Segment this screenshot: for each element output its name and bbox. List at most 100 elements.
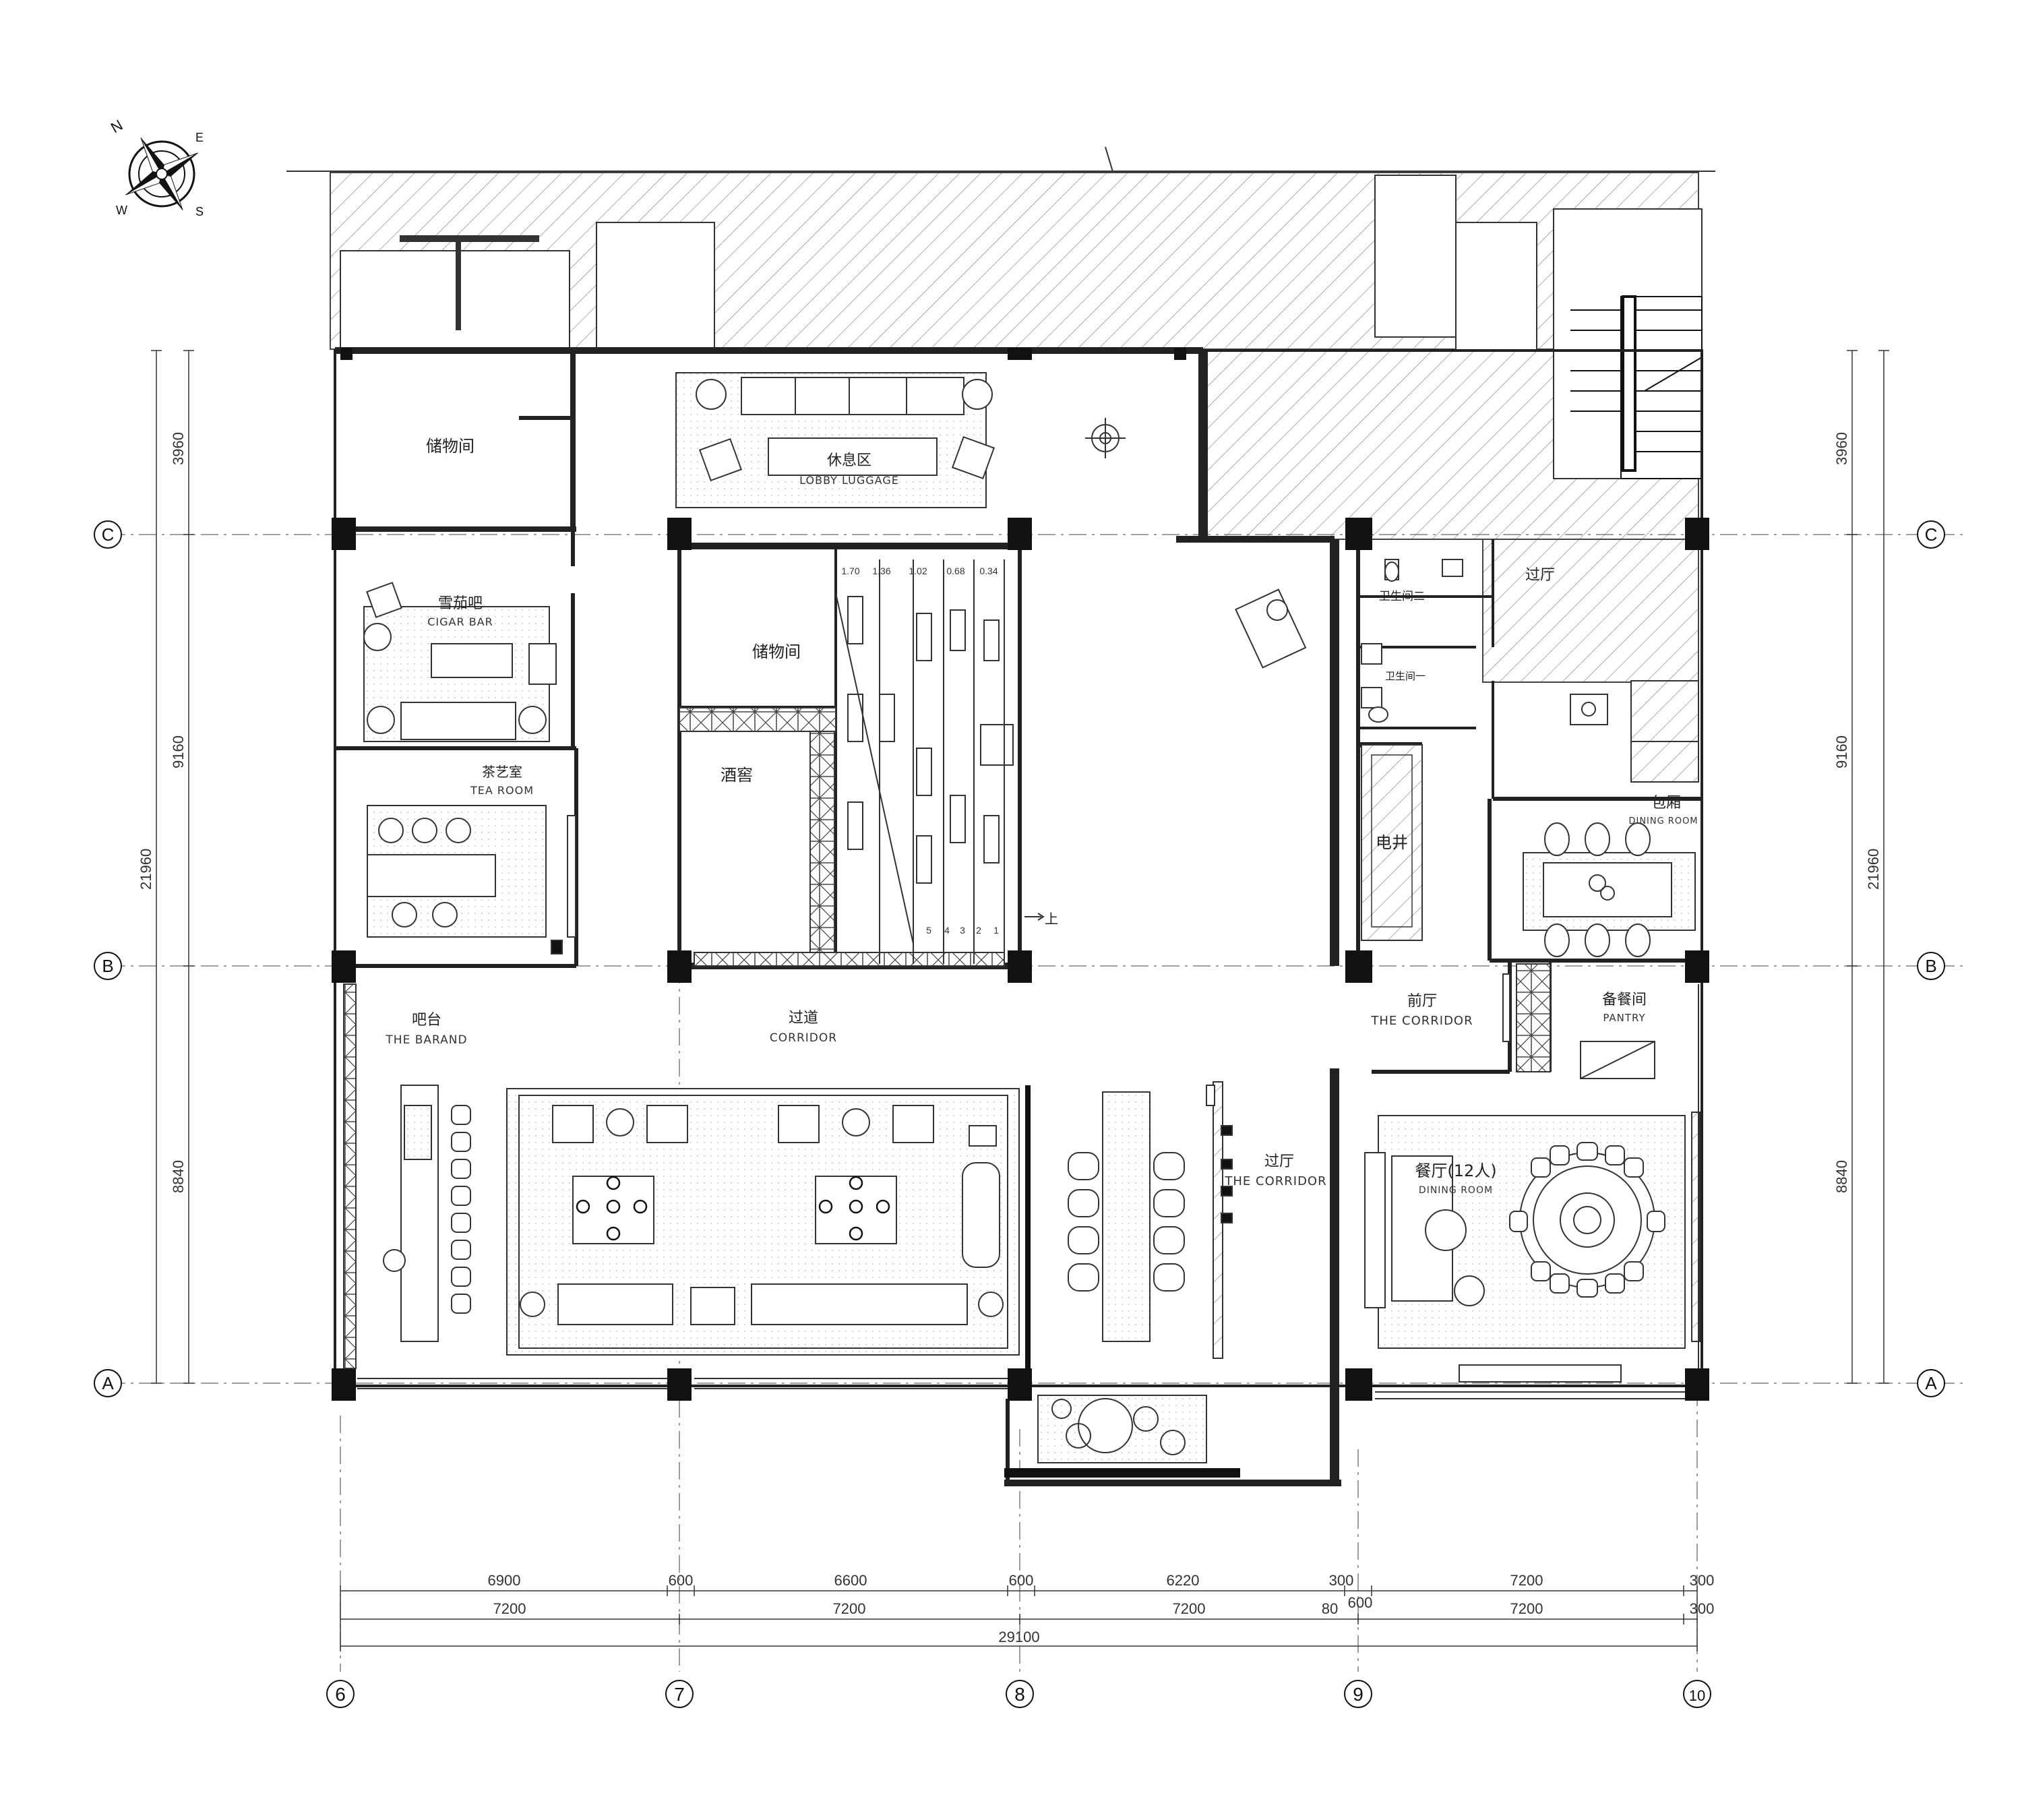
axis-row-a-left: A: [94, 1369, 122, 1397]
svg-text:B: B: [102, 956, 113, 976]
dim-right-total: 21960: [1865, 849, 1882, 890]
dim-bottom-extra-1: 600: [1348, 1594, 1373, 1611]
room-cigar-en: CIGAR BAR: [427, 615, 493, 628]
existing-structure: [286, 146, 1715, 683]
window-sills: [357, 984, 1699, 1399]
ceiling-fixture-icon: [1085, 418, 1126, 458]
dim-bottom-1-7: 300: [1690, 1572, 1715, 1589]
room-front-en: THE CORRIDOR: [1370, 1014, 1473, 1028]
axis-col-10: 10: [1683, 1680, 1711, 1708]
compass-icon: N E S W: [108, 117, 204, 218]
dim-right-bottom: 8840: [1833, 1160, 1850, 1193]
dimensions-right: [1847, 350, 1889, 1384]
svg-text:8: 8: [1014, 1684, 1025, 1705]
dim-bottom-extra-0: 80: [1322, 1600, 1338, 1617]
room-bar-cn: 吧台: [412, 1012, 441, 1029]
dim-bottom-total: 29100: [998, 1629, 1039, 1645]
axis-row-b-right: B: [1917, 952, 1945, 980]
axis-bubbles: C B A C B A 6 7 8 9 10: [94, 520, 1945, 1708]
svg-text:10: 10: [1689, 1687, 1705, 1704]
stair-level-1: 1.36: [872, 566, 890, 576]
room-dining-cn: 餐厅(12人): [1415, 1161, 1496, 1180]
room-hall-mid-cn: 过厅: [1264, 1153, 1294, 1170]
dim-bottom-1-3: 600: [1009, 1572, 1034, 1589]
compass-w: W: [116, 204, 127, 217]
dim-left-mid: 9160: [170, 735, 187, 768]
compass-e: E: [195, 131, 204, 144]
svg-text:7: 7: [674, 1684, 685, 1705]
dim-bottom-1-2: 6600: [834, 1572, 867, 1589]
axis-col-9: 9: [1344, 1680, 1372, 1708]
tea-room-furniture: [367, 805, 576, 954]
dim-bottom-2-3: 7200: [1510, 1600, 1543, 1617]
dim-bottom-1-1: 600: [669, 1572, 694, 1589]
dining-room-furniture: [1364, 1112, 1701, 1383]
wine-cellar: [679, 593, 1005, 967]
dim-left-total: 21960: [137, 849, 154, 890]
dim-right-top: 3960: [1833, 432, 1850, 465]
private-dining-furniture: [1523, 822, 1696, 957]
dim-left-bottom: 8840: [170, 1160, 187, 1193]
room-hall-top: 过厅: [1525, 567, 1555, 584]
room-storage-mid: 储物间: [752, 642, 801, 661]
stair-top-right: [1570, 295, 1703, 479]
toilet-fixtures: [1361, 559, 1699, 783]
dim-bottom-2-1: 7200: [833, 1600, 866, 1617]
svg-text:C: C: [1925, 524, 1938, 545]
armchair-hall: [1235, 588, 1307, 669]
stair-up-label: 上: [1045, 911, 1058, 927]
axis-row-a-right: A: [1917, 1369, 1945, 1397]
room-bar-en: THE BARAND: [385, 1033, 467, 1047]
room-wine: 酒窖: [721, 766, 753, 785]
axis-row-b-left: B: [94, 952, 122, 980]
svg-text:A: A: [1925, 1373, 1937, 1393]
axis-row-c-right: C: [1917, 520, 1945, 549]
axis-row-c-left: C: [94, 520, 122, 549]
room-lobby-cn: 休息区: [827, 452, 871, 469]
dimensions-left: [151, 350, 194, 1384]
bar-counter: [343, 983, 471, 1369]
dim-bottom-1-6: 7200: [1510, 1572, 1543, 1589]
compass-n: N: [108, 117, 125, 137]
room-lobby-en: LOBBY LUGGAGE: [799, 474, 899, 487]
room-corridor-cn: 过道: [789, 1010, 818, 1027]
svg-text:A: A: [102, 1373, 114, 1393]
dim-right-mid: 9160: [1833, 735, 1850, 768]
room-corridor-en: CORRIDOR: [770, 1031, 837, 1045]
stair-step-3: 2: [976, 925, 981, 936]
structural-columns: [332, 348, 1709, 1401]
dim-bottom-1-5: 300: [1329, 1572, 1354, 1589]
room-private-cn: 包厢: [1651, 795, 1681, 812]
dim-bottom-1-4: 6220: [1167, 1572, 1200, 1589]
cigar-bar-furniture: [363, 582, 557, 742]
room-wc2: 卫生间二: [1379, 590, 1425, 603]
axis-col-8: 8: [1006, 1680, 1034, 1708]
room-dining-en: DINING ROOM: [1419, 1185, 1493, 1196]
stair-step-4: 1: [993, 925, 999, 936]
stair-step-0: 5: [926, 925, 931, 936]
stair-step-1: 4: [944, 925, 950, 936]
stair-step-2: 3: [960, 925, 965, 936]
room-pantry-en: PANTRY: [1603, 1012, 1645, 1024]
electric-shaft: [1361, 744, 1423, 941]
dim-bottom-2-2: 7200: [1173, 1600, 1206, 1617]
svg-text:C: C: [102, 524, 115, 545]
stair-level-2: 1.02: [909, 566, 927, 576]
room-private-en: DINING ROOM: [1628, 816, 1698, 826]
stair-level-0: 1.70: [841, 566, 859, 576]
lobby-furniture: [675, 372, 995, 508]
bottom-planter: [1004, 1395, 1240, 1478]
corridor-dining-table: [1025, 1081, 1233, 1375]
axis-col-7: 7: [665, 1680, 694, 1708]
svg-text:9: 9: [1353, 1684, 1364, 1705]
room-pantry-cn: 备餐间: [1602, 992, 1647, 1008]
stair-level-3: 0.68: [946, 566, 964, 576]
wine-staircase: [847, 559, 1045, 964]
room-shaft: 电井: [1376, 833, 1408, 852]
dim-bottom-2-4: 300: [1690, 1600, 1715, 1617]
dim-bottom-2-0: 7200: [493, 1600, 526, 1617]
room-storage-top: 储物间: [426, 437, 474, 456]
room-front-cn: 前厅: [1407, 993, 1437, 1010]
room-wc1: 卫生间一: [1385, 670, 1426, 682]
lounge-area: [506, 1088, 1020, 1356]
